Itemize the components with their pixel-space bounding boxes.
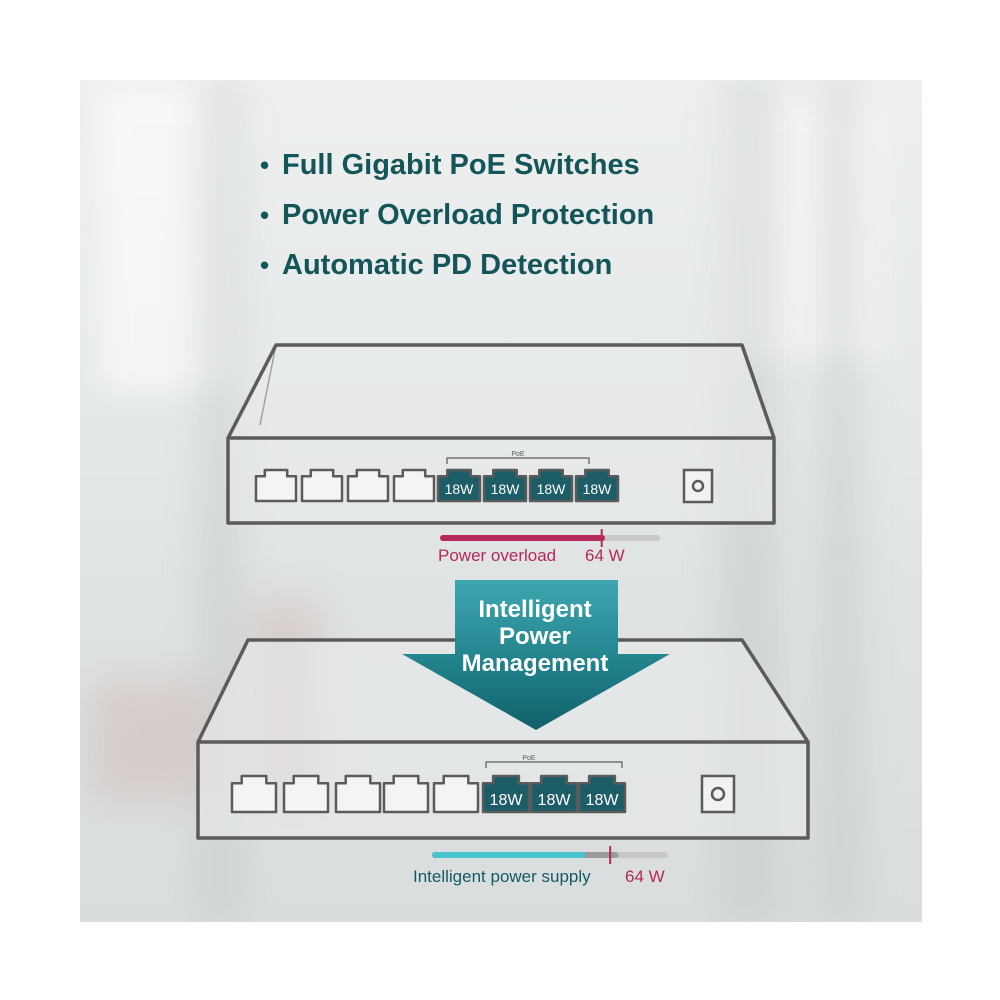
bottom-power-jack-pin	[710, 786, 726, 802]
ethernet-port	[334, 774, 382, 814]
bullet-icon: •	[260, 200, 270, 230]
arrow-line: Intelligent	[478, 596, 592, 623]
ethernet-port	[392, 468, 436, 503]
poe-port	[529, 774, 579, 814]
ethernet-port	[300, 468, 344, 503]
poe-port-wattage: 18W	[445, 481, 475, 497]
intelligent-power-bar	[432, 846, 668, 864]
poe-port	[577, 774, 627, 814]
arrow-caption: Intelligent Power Management	[410, 596, 660, 677]
top-power-jack	[682, 468, 714, 504]
power-bar-fill	[440, 535, 605, 541]
poe-port	[482, 468, 528, 503]
intelligent-power-value: 64 W	[625, 867, 665, 886]
poe-port-wattage: 18W	[491, 481, 521, 497]
poe-port	[481, 774, 531, 814]
ethernet-port	[382, 774, 430, 814]
feature-item: • Automatic PD Detection	[260, 248, 654, 298]
background-figure	[90, 680, 210, 800]
overload-power-bar	[440, 529, 660, 547]
intelligent-power-label: Intelligent power supply	[413, 867, 591, 886]
bullet-icon: •	[260, 150, 270, 180]
power-overload-value: 64 W	[585, 546, 625, 565]
power-bar-fill	[432, 852, 586, 858]
bottom-power-jack	[700, 774, 736, 814]
top-switch-lid	[259, 344, 277, 426]
feature-item: • Power Overload Protection	[260, 198, 654, 248]
arrow-line: Power	[498, 623, 572, 650]
switch-illustration: 18W 18W 18W 18W PoE 18W 18W 18W PoE	[196, 343, 810, 864]
poe-port	[574, 468, 620, 503]
feature-text: Full Gigabit PoE Switches	[282, 149, 640, 181]
feature-item: • Full Gigabit PoE Switches	[260, 148, 654, 198]
ethernet-port	[346, 468, 390, 503]
poe-port	[436, 468, 482, 503]
bullet-icon: •	[260, 250, 270, 280]
background-window	[720, 100, 880, 360]
bottom-poe-label: PoE	[522, 755, 536, 762]
bottom-switch: 18W 18W 18W PoE	[196, 638, 810, 840]
poe-port-wattage: 18W	[586, 792, 620, 809]
background-window	[100, 90, 230, 390]
poe-port-wattage: 18W	[490, 792, 524, 809]
ethernet-port	[254, 468, 298, 503]
ethernet-port	[230, 774, 278, 814]
top-power-jack-pin	[691, 479, 705, 493]
poe-port	[528, 468, 574, 503]
bottom-poe-bracket	[485, 761, 623, 768]
ethernet-port	[432, 774, 480, 814]
poe-port-wattage: 18W	[583, 481, 613, 497]
top-poe-bracket	[446, 457, 590, 464]
top-poe-label: PoE	[511, 451, 525, 458]
ethernet-port	[282, 774, 330, 814]
poe-port-wattage: 18W	[537, 481, 567, 497]
poe-port-wattage: 18W	[538, 792, 572, 809]
top-switch: 18W 18W 18W 18W PoE	[226, 343, 776, 525]
background-pillar	[820, 80, 860, 922]
product-feature-graphic: • Full Gigabit PoE Switches • Power Overlo…	[80, 80, 922, 922]
power-overload-label: Power overload	[438, 546, 557, 565]
feature-list: • Full Gigabit PoE Switches • Power Overlo…	[260, 148, 654, 298]
arrow-line: Management	[461, 650, 609, 677]
feature-text: Power Overload Protection	[282, 199, 655, 231]
feature-text: Automatic PD Detection	[282, 249, 613, 281]
intelligent-power-arrow	[402, 580, 670, 730]
